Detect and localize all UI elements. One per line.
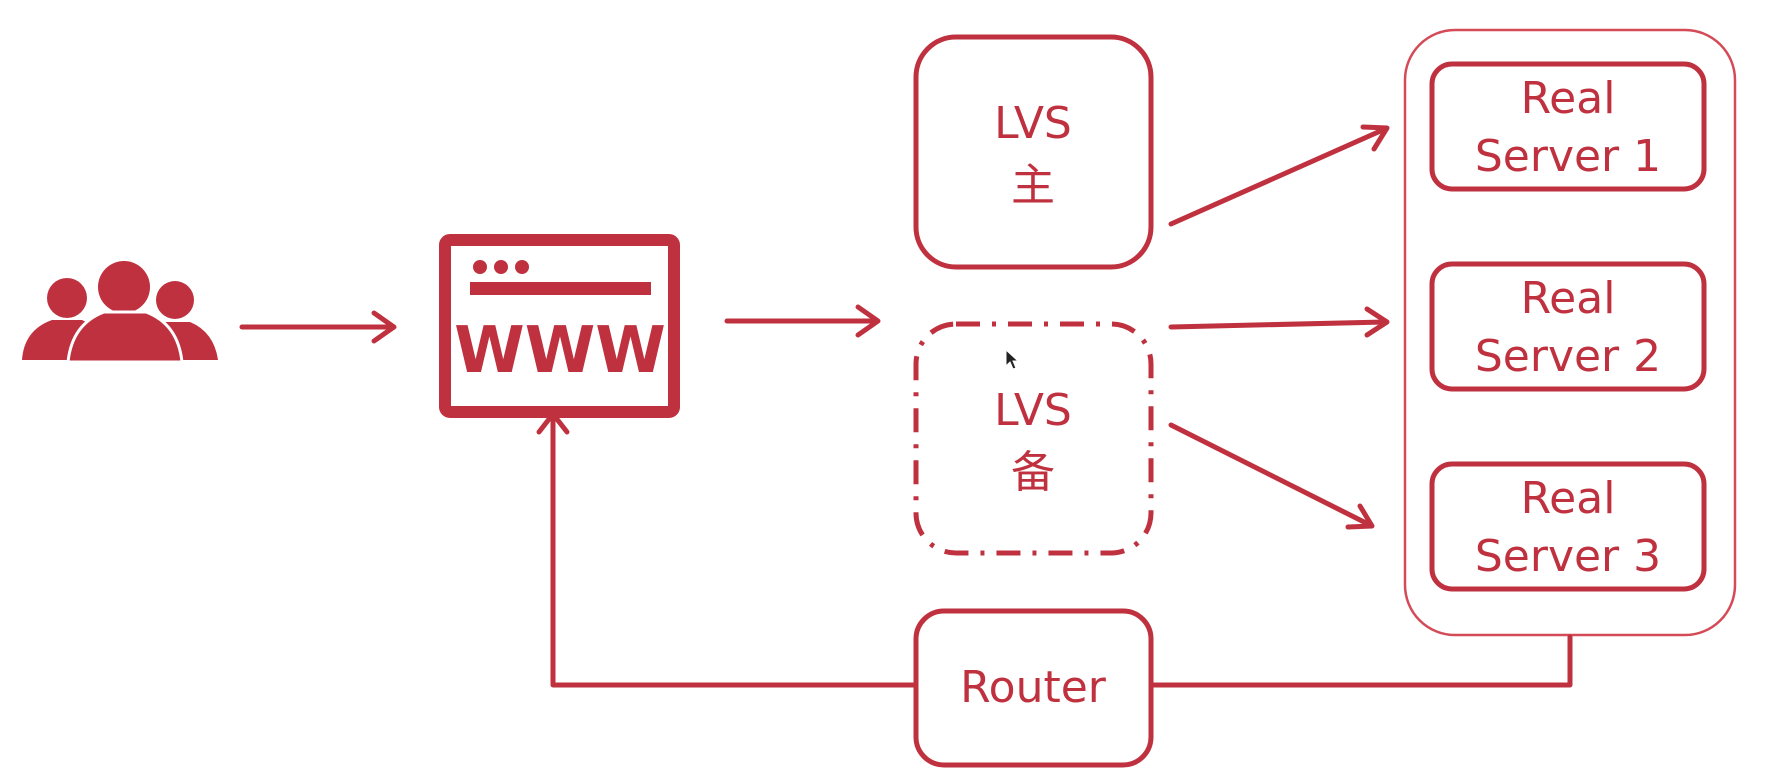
arrow-lvs-to-server-1 bbox=[1168, 124, 1390, 227]
lvs-primary-label-line1: LVS bbox=[994, 98, 1072, 149]
router-box: Router bbox=[913, 608, 1154, 768]
real-server-2-label-line2: Server 2 bbox=[1475, 331, 1661, 382]
arrow-users-to-browser bbox=[239, 310, 397, 344]
real-server-1: Real Server 1 bbox=[1429, 61, 1707, 192]
users-group-icon bbox=[22, 261, 218, 364]
arrow-browser-to-lvs bbox=[724, 304, 881, 338]
real-server-2-label-line1: Real bbox=[1521, 273, 1616, 324]
browser-www-label: WWW bbox=[454, 314, 666, 388]
router-label: Router bbox=[960, 662, 1107, 713]
lvs-primary-box: LVS 主 bbox=[913, 34, 1154, 270]
real-server-3-label-line1: Real bbox=[1521, 473, 1616, 524]
real-server-1-label-line2: Server 1 bbox=[1475, 131, 1661, 182]
real-server-1-label-line1: Real bbox=[1521, 73, 1616, 124]
lvs-backup-box: LVS 备 bbox=[913, 321, 1154, 556]
lvs-primary-label-line2: 主 bbox=[1011, 160, 1055, 211]
real-server-3-label-line2: Server 3 bbox=[1475, 531, 1661, 582]
lvs-backup-label-line2: 备 bbox=[1011, 447, 1055, 498]
arrow-lvs-to-server-2 bbox=[1168, 306, 1390, 338]
return-path-line bbox=[536, 411, 1573, 688]
lvs-backup-label-line1: LVS bbox=[994, 385, 1072, 436]
real-server-2: Real Server 2 bbox=[1429, 261, 1707, 392]
real-server-3: Real Server 3 bbox=[1429, 461, 1707, 592]
mouse-cursor-icon bbox=[1005, 348, 1020, 370]
arrow-lvs-to-server-3 bbox=[1168, 422, 1375, 530]
browser-window-icon: WWW bbox=[439, 234, 680, 418]
